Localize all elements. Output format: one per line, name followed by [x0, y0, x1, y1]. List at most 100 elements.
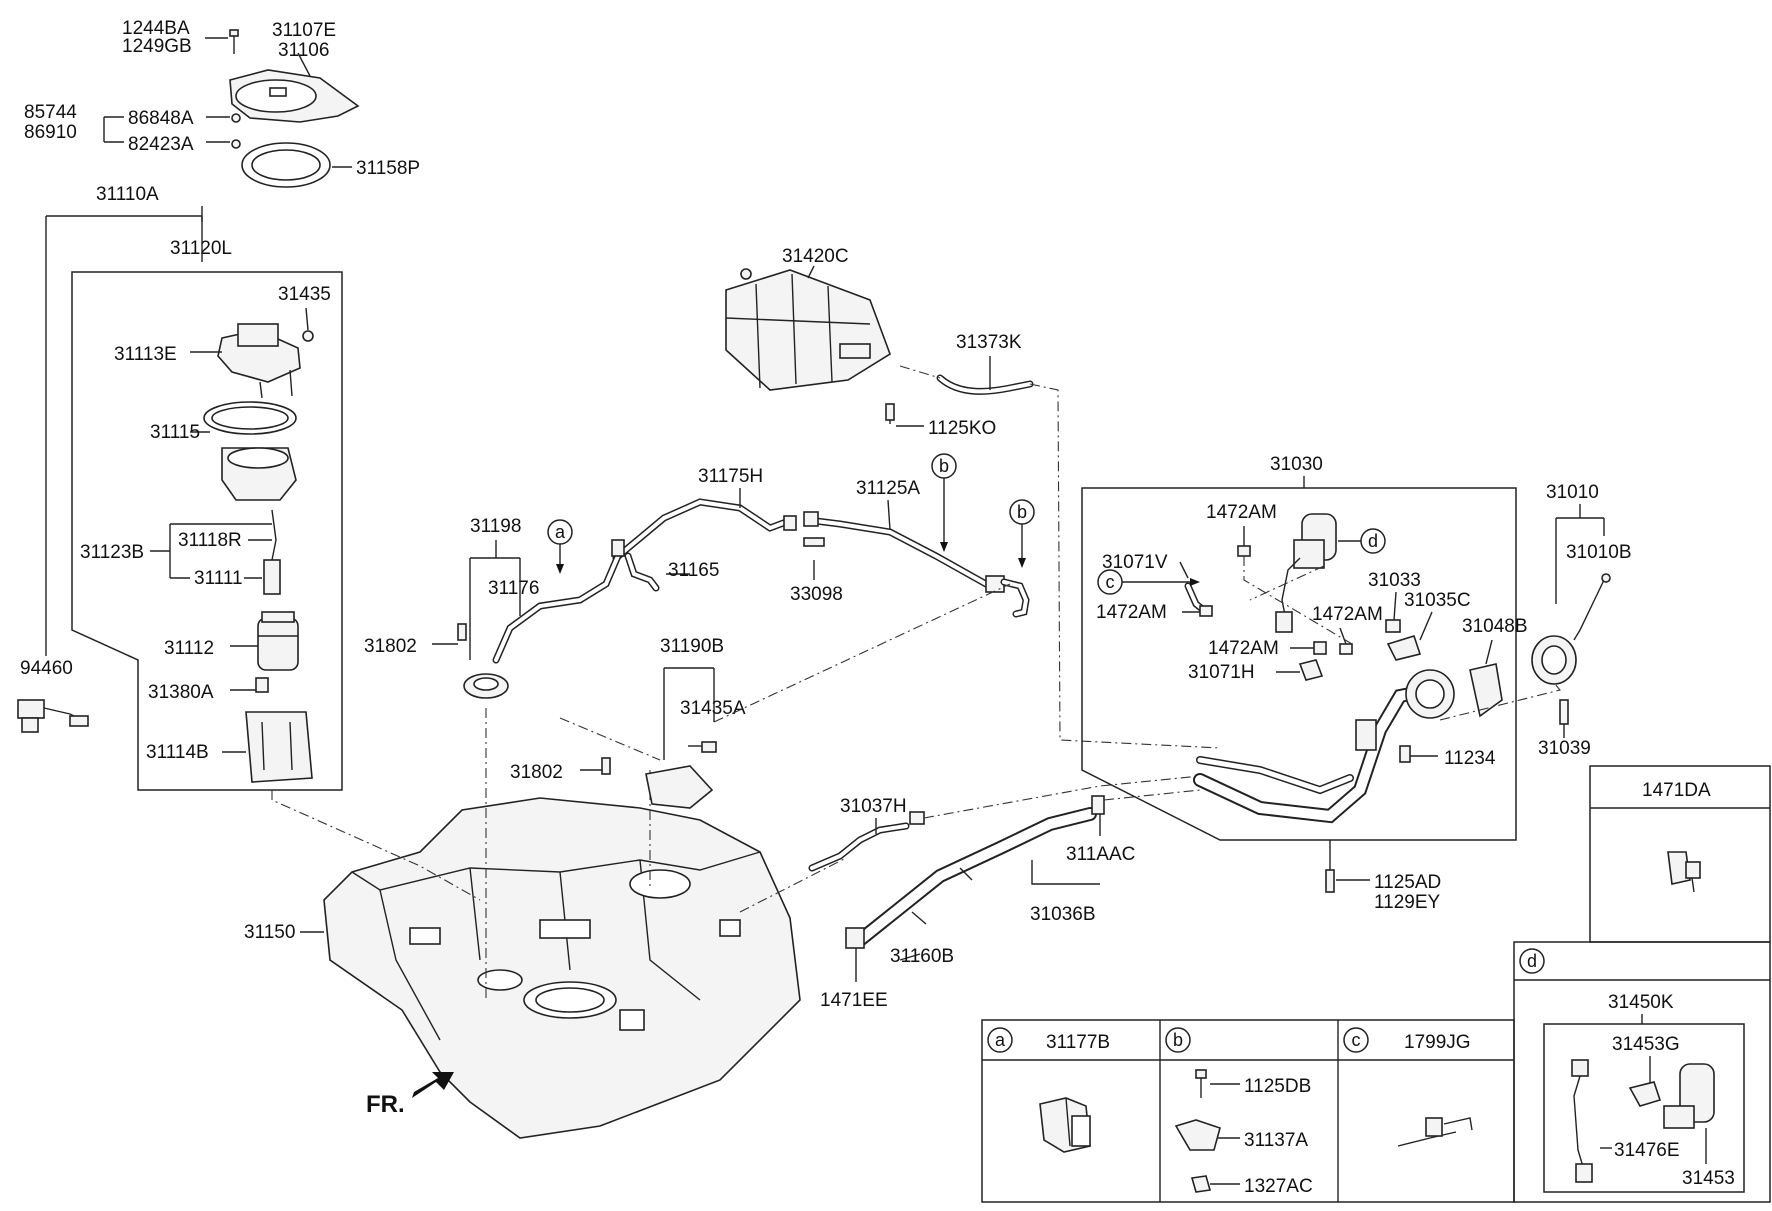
label-31120L: 31120L — [170, 238, 232, 259]
label-31125A: 31125A — [856, 478, 920, 499]
clamp-1472AM-1 — [1237, 545, 1251, 557]
callout-c-text: c — [1106, 572, 1115, 592]
filler-housing-31048B — [1405, 663, 1503, 719]
label-1472AM-1: 1472AM — [1206, 502, 1277, 523]
bolt-11234 — [1399, 745, 1411, 763]
label-1472AM-2: 1472AM — [1096, 602, 1167, 623]
fuel-line-31176 — [492, 552, 622, 664]
label-31802-a: 31802 — [364, 636, 417, 657]
label-31435: 31435 — [278, 284, 331, 305]
nut-1327AC — [1190, 1175, 1212, 1193]
label-1471DA: 1471DA — [1642, 780, 1711, 801]
vent-tube-31125A — [804, 516, 990, 588]
bolt-head — [229, 29, 239, 37]
bolt-1125KO — [885, 403, 895, 421]
washer-82423A — [231, 139, 241, 149]
label-31453: 31453 — [1682, 1168, 1735, 1189]
label-33098: 33098 — [790, 584, 843, 605]
label-1327AC: 1327AC — [1244, 1176, 1313, 1197]
bracket-31137A — [1174, 1119, 1221, 1151]
label-31010B: 31010B — [1566, 542, 1632, 563]
label-94460: 94460 — [20, 658, 73, 679]
label-31037H: 31037H — [840, 796, 907, 817]
clip-33098 — [803, 537, 825, 547]
label-31106: 31106 — [278, 40, 329, 61]
label-31036B: 31036B — [1030, 904, 1096, 925]
reservoir-31114B — [245, 711, 313, 783]
callout-b-1-text: b — [939, 456, 949, 476]
label-31802-b: 31802 — [510, 762, 563, 783]
callout-d-1-text: d — [1368, 531, 1378, 551]
label-31137A: 31137A — [1244, 1130, 1308, 1151]
label-31111: 31111 — [194, 568, 243, 589]
canister-31420C — [725, 268, 891, 391]
bolt-1125AD — [1325, 869, 1335, 893]
front-arrow-icon — [412, 1072, 454, 1098]
label-85744: 85744 — [24, 102, 77, 123]
label-31035C: 31035C — [1404, 590, 1471, 611]
grommet-31435A — [701, 741, 717, 753]
tank-port — [477, 969, 523, 991]
label-82423A: 82423A — [128, 134, 194, 155]
label-31118R: 31118R — [178, 530, 242, 551]
box-31450K-inner — [1543, 1023, 1745, 1193]
label-31198: 31198 — [470, 516, 521, 537]
fuel-tank-31150 — [323, 797, 801, 1139]
module-box-31120L — [71, 271, 343, 791]
bolt-1125DB — [1195, 1069, 1207, 1079]
callout-d-2 — [1519, 948, 1545, 974]
valve-31453-icon — [1571, 1059, 1715, 1183]
callout-b-2-text: b — [1017, 502, 1027, 522]
bolt-31802-b — [601, 757, 611, 775]
legend-callout-b — [1165, 1027, 1191, 1053]
sensor-31380A — [255, 677, 269, 693]
label-1244BA: 1244BA — [122, 18, 190, 39]
clamp-1471EE — [845, 927, 865, 949]
bracket-31198 — [469, 540, 521, 660]
bracket-31036B — [1031, 860, 1100, 885]
front-indicator-label: FR. — [366, 1091, 405, 1118]
label-31160B: 31160B — [890, 946, 954, 967]
label-31033: 31033 — [1368, 570, 1421, 591]
label-31165: 31165 — [668, 560, 719, 581]
label-31030: 31030 — [1270, 454, 1323, 475]
gasket-inner — [251, 149, 321, 181]
label-31476E: 31476E — [1614, 1140, 1680, 1161]
bracket-31033 — [1385, 619, 1401, 633]
legend-callout-b-text: b — [1173, 1030, 1183, 1050]
fuel-pump-31111 — [263, 559, 281, 595]
hose-31035C — [1386, 635, 1422, 661]
fuel-sender-94460 — [17, 699, 89, 733]
label-31177B: 31177B — [1046, 1032, 1110, 1053]
callout-d-2-text: d — [1527, 951, 1537, 971]
legend-box — [981, 1019, 1515, 1203]
label-86848A: 86848A — [128, 108, 194, 129]
label-1125DB: 1125DB — [1244, 1076, 1311, 1097]
label-1125KO: 1125KO — [928, 418, 996, 439]
label-1472AM-4: 1472AM — [1208, 638, 1279, 659]
vent-tube-31175H — [612, 498, 790, 562]
neck-bracket — [1355, 719, 1377, 751]
label-31071H: 31071H — [1188, 662, 1255, 683]
label-1249GB: 1249GB — [122, 36, 192, 57]
label-1799JG: 1799JG — [1404, 1032, 1471, 1053]
label-86910: 86910 — [24, 122, 77, 143]
label-31115: 31115 — [150, 422, 200, 443]
label-31071V: 31071V — [1102, 552, 1168, 573]
label-31453G: 31453G — [1612, 1034, 1680, 1055]
label-31176: 31176 — [488, 578, 539, 599]
legend-callout-a-text: a — [995, 1030, 1006, 1050]
clamp-1472AM-3 — [1339, 643, 1353, 655]
pump-reservoir-top — [221, 447, 297, 501]
clip-31177B-icon — [1039, 1097, 1091, 1153]
label-31123B: 31123B — [80, 542, 144, 563]
label-31110A: 31110A — [96, 184, 159, 205]
label-31048B: 31048B — [1462, 616, 1528, 637]
label-31420C: 31420C — [782, 246, 849, 267]
cover-plate-assembly — [229, 29, 360, 188]
box-d — [1513, 941, 1771, 1203]
legend-callout-c-text: c — [1352, 1030, 1361, 1050]
label-31112: 31112 — [164, 638, 214, 659]
